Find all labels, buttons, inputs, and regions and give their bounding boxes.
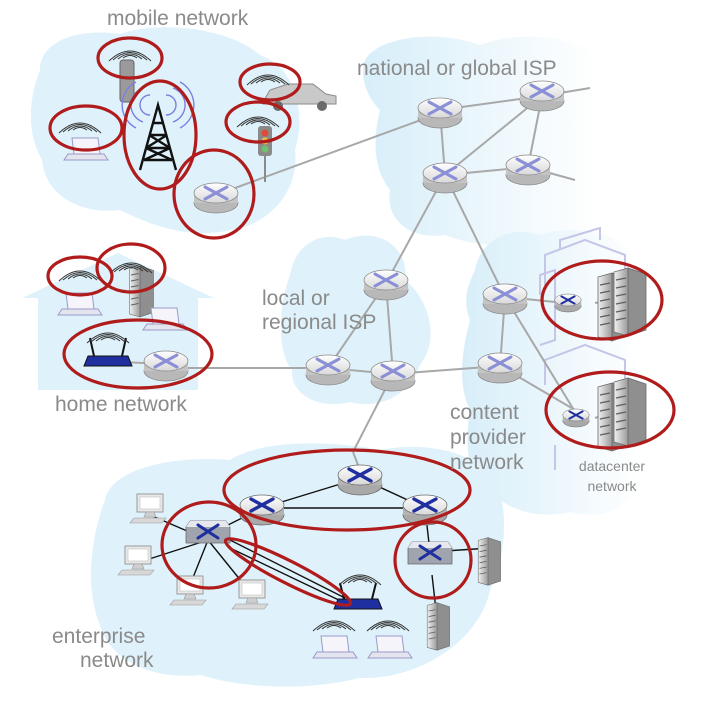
datacenter-label-line1: datacenter [578, 458, 646, 474]
router-icon [504, 153, 552, 187]
server-rack-icon [613, 377, 647, 447]
national-isp-label: national or global ISP [357, 57, 557, 80]
datacenter-label-line2: network [587, 478, 637, 494]
home-network-label: home network [55, 393, 187, 416]
enterprise-label-line1: enterprise [52, 625, 146, 648]
wifi-router-icon [83, 337, 133, 367]
server-rack-icon [613, 267, 647, 337]
router-icon [192, 181, 240, 215]
router-icon [518, 79, 566, 113]
local-isp-label-line1: local or [262, 287, 330, 310]
server-rack-icon [426, 602, 451, 651]
content-provider-label-line1: content [450, 401, 519, 424]
router-icon [416, 96, 464, 130]
local-isp-label-line2: regional ISP [262, 311, 377, 334]
router-icon [142, 349, 190, 383]
router-icon [553, 292, 583, 314]
mobile-network-label: mobile network [107, 7, 249, 30]
router-icon [476, 351, 524, 385]
router-icon [481, 282, 529, 316]
switch-icon [184, 519, 232, 545]
enterprise-label-line2: network [80, 649, 154, 672]
server-rack-icon [477, 537, 502, 586]
router-icon [336, 463, 384, 497]
router-icon [362, 268, 410, 302]
phone-icon [119, 59, 135, 103]
router-icon [304, 353, 352, 387]
router-icon [561, 407, 591, 429]
content-provider-label-line2: provider [450, 426, 526, 449]
content-provider-label-line3: network [450, 451, 524, 474]
router-icon [421, 161, 469, 195]
highlight-ellipses [46, 36, 676, 607]
router-icon [369, 359, 417, 393]
switch-icon [406, 540, 454, 566]
